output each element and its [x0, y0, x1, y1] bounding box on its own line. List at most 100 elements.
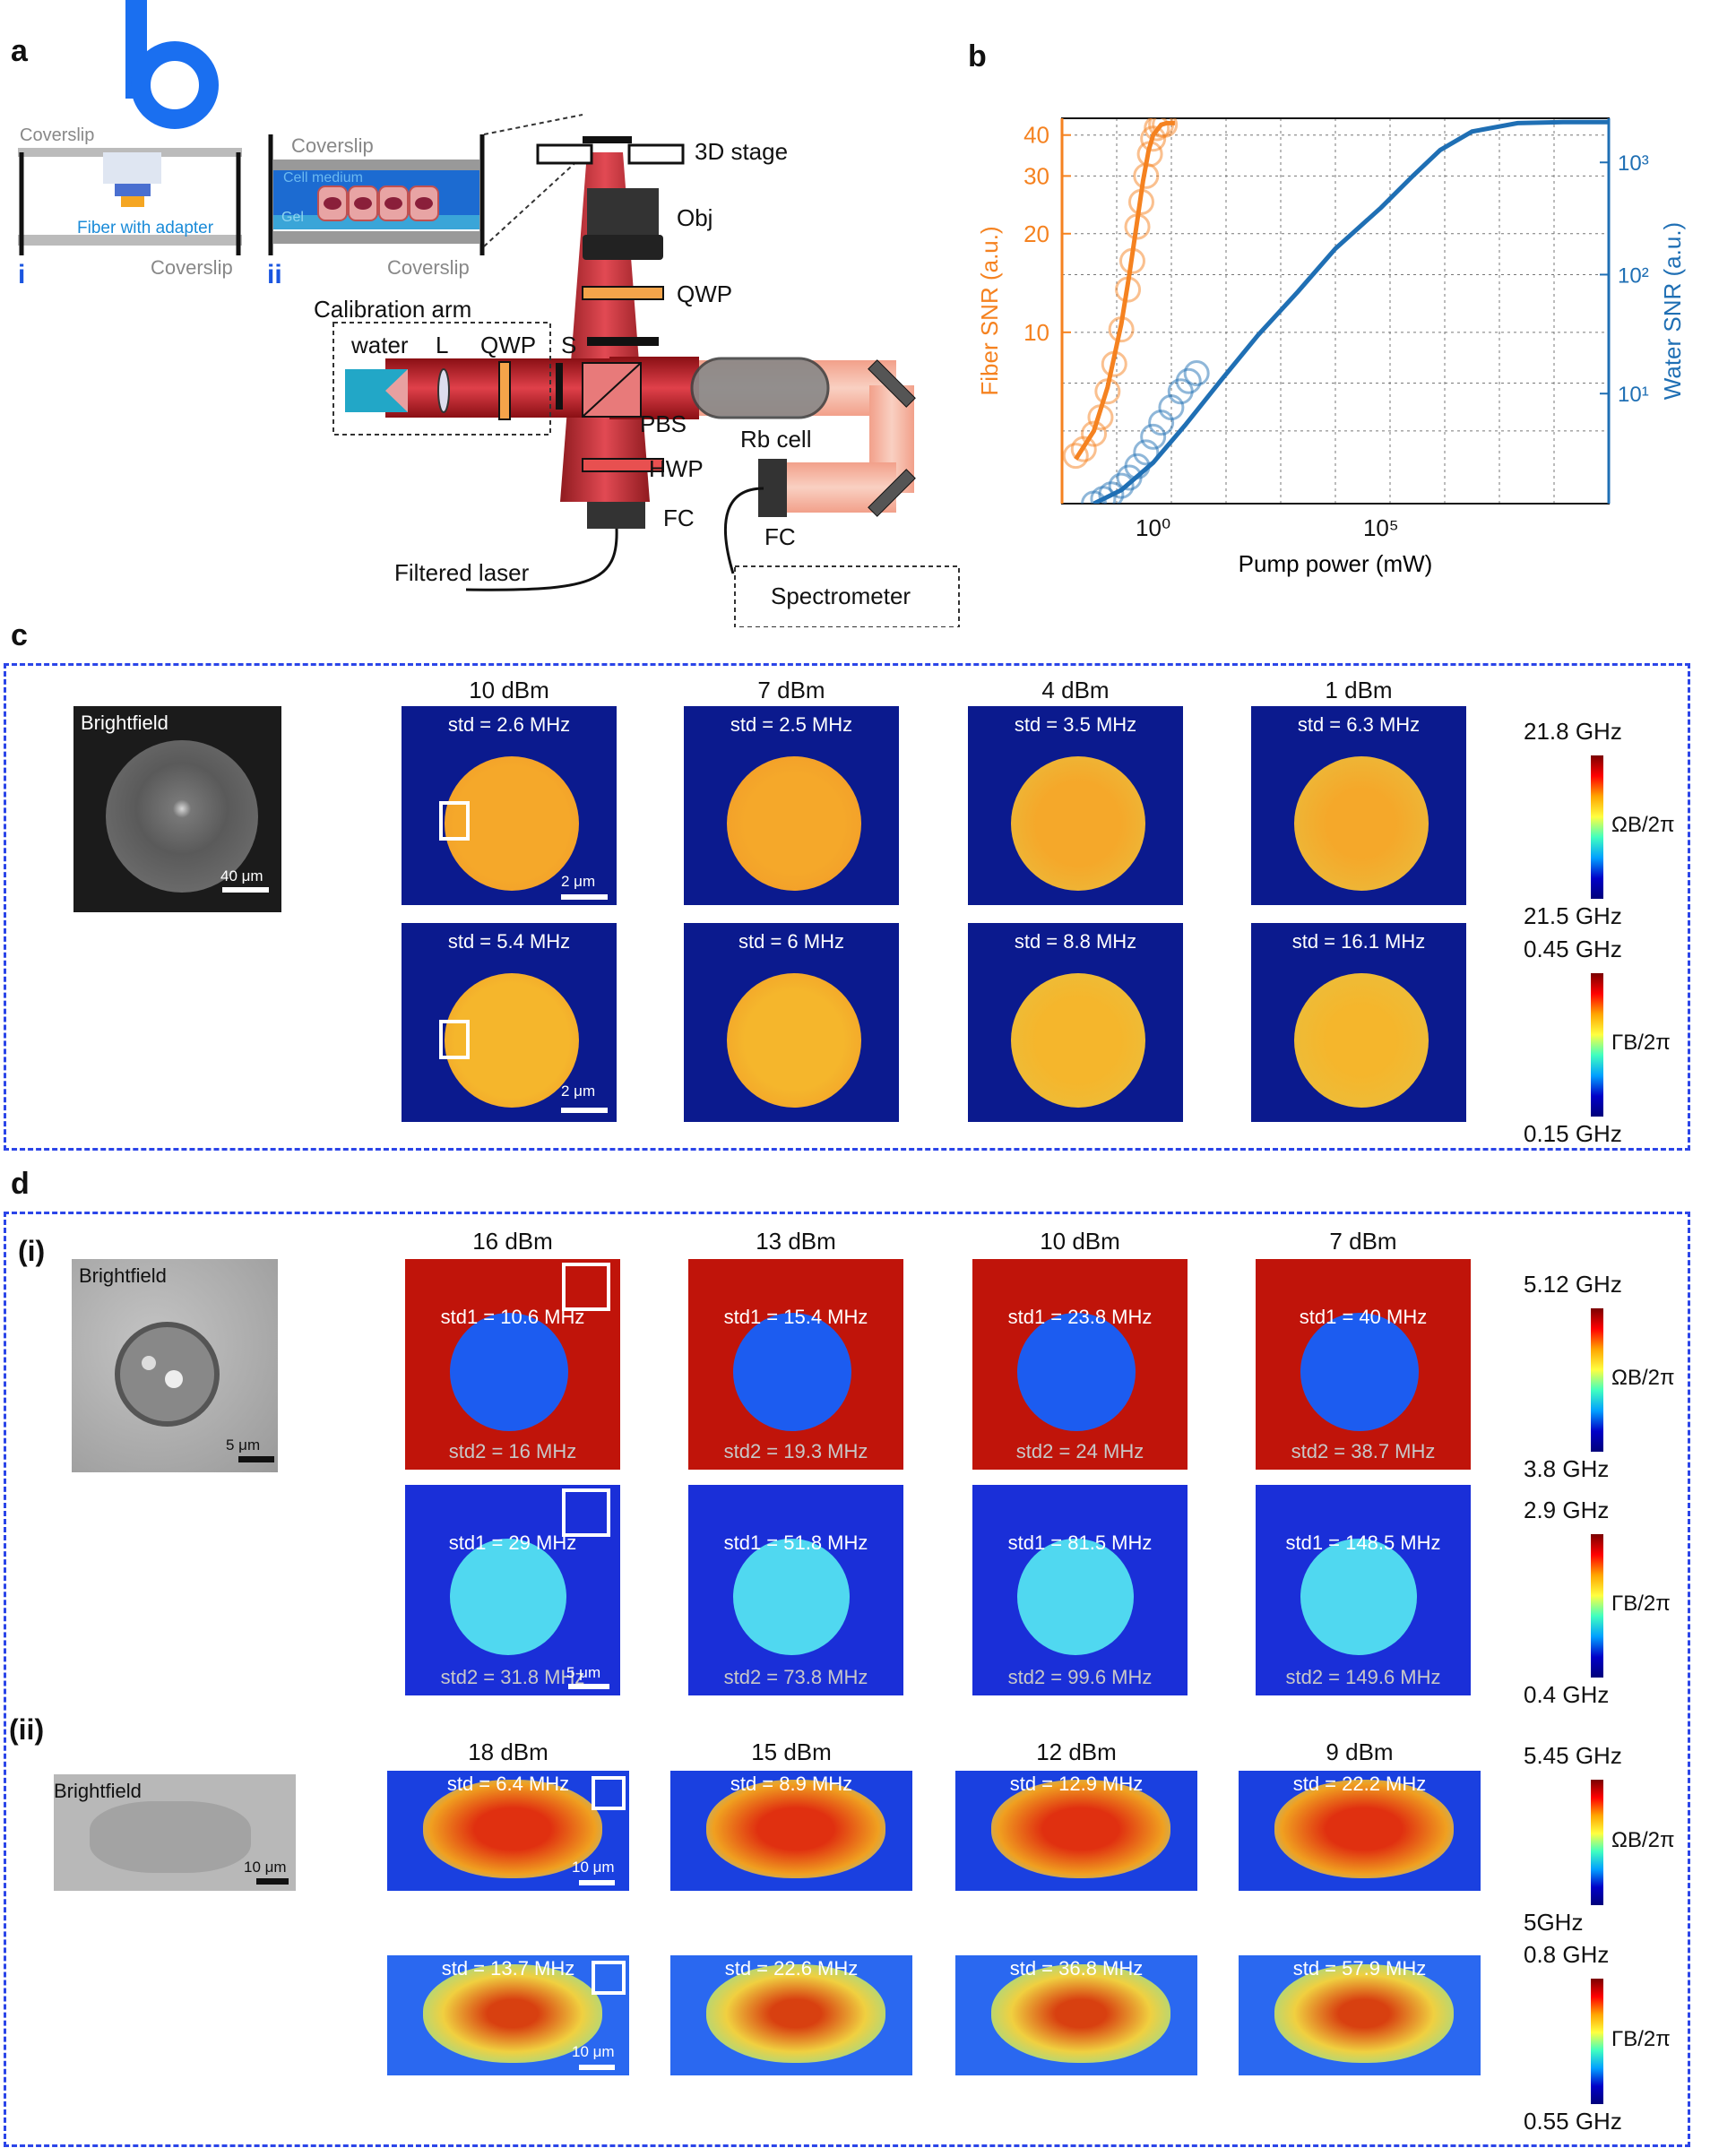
scale-label-d-ii: 10 μm	[572, 2043, 615, 2060]
data-point-1	[1175, 367, 1202, 394]
fit-line-1	[1093, 119, 1609, 504]
data-point-0	[1081, 420, 1108, 447]
power-header-d-ii: 15 dBm	[751, 1738, 832, 1765]
roi-box	[439, 801, 470, 841]
y-axis-label-right: Water SNR (a.u.)	[1659, 222, 1686, 400]
power-header-c: 1 dBm	[1325, 677, 1393, 703]
colorbar-omega-c-max: 21.8 GHz	[1524, 718, 1622, 745]
brightfield-d-ii-scale: 10 μm	[244, 1859, 287, 1876]
x-tick-label: 10⁵	[1363, 514, 1399, 541]
cell-region	[706, 1964, 885, 2063]
std2-label: std2 = 99.6 MHz	[1007, 1666, 1153, 1688]
std2-label: std2 = 24 MHz	[1015, 1440, 1144, 1462]
colorbar-gamma-d-i-max: 2.9 GHz	[1524, 1497, 1610, 1523]
map-c: std = 6.3 MHz	[1251, 706, 1466, 905]
std-label: std = 13.7 MHz	[441, 1957, 575, 1980]
colorbar-omega-d-i-min: 3.8 GHz	[1524, 1455, 1610, 1482]
water-label: water	[351, 332, 409, 358]
cell-disk	[1011, 756, 1145, 891]
roi-box	[562, 1263, 610, 1311]
panel-label-a: a	[11, 34, 28, 68]
data-point-0	[1062, 443, 1089, 470]
cell-disk	[727, 973, 861, 1108]
colorbar-gamma-d-i-symbol: ΓB/2π	[1611, 1592, 1671, 1616]
std2-label: std2 = 73.8 MHz	[723, 1666, 868, 1688]
brightfield-c: Brightfield 40 μm	[73, 706, 281, 912]
roi-box	[592, 1776, 626, 1810]
std1-label: std1 = 15.4 MHz	[723, 1306, 868, 1328]
map-c: std = 16.1 MHz	[1251, 923, 1466, 1122]
data-point-1	[1108, 472, 1135, 499]
colorbar-gamma-d-ii-min: 0.55 GHz	[1524, 2108, 1622, 2135]
panel-c-frame	[4, 663, 1690, 1151]
power-header-d-ii: 9 dBm	[1326, 1738, 1394, 1765]
colorbar-omega-d-i-gradient	[1591, 1308, 1603, 1452]
std-label: std = 6.3 MHz	[1297, 713, 1421, 736]
colorbar-gamma-c-gradient	[1591, 973, 1603, 1117]
brightfield-d-ii-scalebar	[256, 1878, 289, 1885]
scalebar-d-ii	[579, 2065, 615, 2070]
coverslip-label-ii: Coverslip	[291, 134, 374, 157]
cell-disk	[1017, 1313, 1136, 1431]
scalebar-d	[568, 1684, 609, 1689]
cell-region	[1274, 1964, 1454, 2063]
calibration-arm-label: Calibration arm	[314, 296, 472, 323]
std1-label: std1 = 29 MHz	[448, 1531, 577, 1554]
std-label: std = 5.4 MHz	[447, 930, 571, 953]
brightfield-c-scale: 40 μm	[220, 867, 263, 884]
left-tick-label: 40	[1023, 122, 1049, 149]
right-tick-label: 10¹	[1618, 383, 1649, 407]
std1-label: std1 = 23.8 MHz	[1007, 1306, 1153, 1328]
fc2-label: FC	[764, 523, 796, 550]
map-c: std = 8.8 MHz	[968, 923, 1183, 1122]
cell-disk	[450, 1313, 568, 1431]
data-point-1	[1140, 423, 1167, 450]
cell-region	[1274, 1780, 1454, 1878]
std-label: std = 12.9 MHz	[1009, 1773, 1144, 1795]
power-header-d-i: 10 dBm	[1040, 1228, 1120, 1255]
brightfield-d-i-scale: 5 μm	[226, 1436, 261, 1454]
sub-label-d-ii: (ii)	[9, 1713, 45, 1746]
colorbar-omega-c-min: 21.5 GHz	[1524, 902, 1622, 929]
colorbar-omega-c-symbol: ΩB/2π	[1611, 813, 1675, 837]
filtered-laser-label: Filtered laser	[394, 559, 530, 586]
std2-label: std2 = 16 MHz	[448, 1440, 577, 1462]
power-header-d-i: 7 dBm	[1329, 1228, 1397, 1255]
std2-label: std2 = 38.7 MHz	[1291, 1440, 1436, 1462]
sub-label-ii: ii	[267, 260, 282, 289]
std-label: std = 16.1 MHz	[1291, 930, 1426, 953]
map-d-omega: std1 = 23.8 MHz std2 = 24 MHz	[972, 1259, 1188, 1470]
data-point-0	[1144, 118, 1170, 142]
map-d-ii-omega: std = 22.2 MHz	[1239, 1771, 1481, 1891]
std-label: std = 8.9 MHz	[730, 1773, 853, 1795]
sub-label-d-i: (i)	[18, 1235, 46, 1267]
std-label: std = 2.6 MHz	[447, 713, 571, 736]
map-c: std = 6 MHz	[684, 923, 899, 1122]
map-d-ii-gamma: std = 57.9 MHz	[1239, 1955, 1481, 2075]
std2-label: std2 = 19.3 MHz	[723, 1440, 868, 1462]
coverslip-bottom-ii: Coverslip	[387, 256, 470, 279]
panel-d-frame	[4, 1212, 1690, 2147]
roi-box	[592, 1961, 626, 1995]
cell-disk	[727, 756, 861, 891]
brightfield-d-ii: Brightfield 10 μm	[54, 1774, 296, 1891]
panel-label-c: c	[11, 618, 28, 652]
pbs-label: PBS	[640, 410, 687, 437]
scalebar-c	[561, 1108, 608, 1113]
map-d-ii-gamma: std = 22.6 MHz	[670, 1955, 912, 2075]
fiber-adapter-label: Fiber with adapter	[77, 219, 214, 237]
colorbar-omega-d-ii-symbol: ΩB/2π	[1611, 1828, 1675, 1852]
fit-line-0	[1074, 120, 1175, 461]
std-label: std = 57.9 MHz	[1292, 1957, 1427, 1980]
cell-disk	[1300, 1539, 1417, 1655]
qwp2-label: QWP	[480, 332, 537, 358]
power-header-c: 4 dBm	[1041, 677, 1110, 703]
right-tick-label: 10³	[1618, 151, 1649, 176]
map-d-omega: std1 = 15.4 MHz std2 = 19.3 MHz	[688, 1259, 903, 1470]
scalebar-c	[561, 894, 608, 900]
gel-label: Gel	[281, 210, 304, 225]
cell-disk	[1017, 1539, 1134, 1655]
